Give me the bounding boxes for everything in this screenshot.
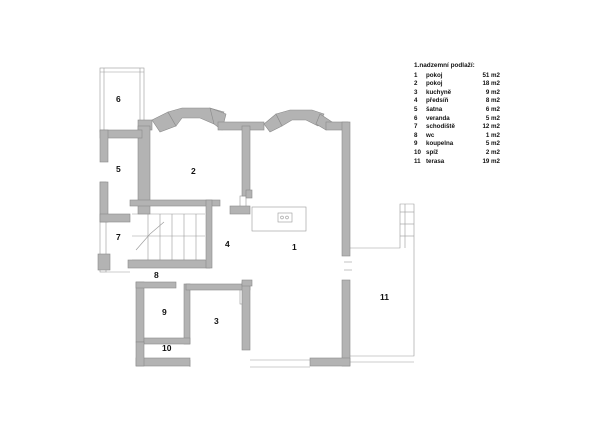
- legend-num: 8: [414, 131, 418, 139]
- legend-num: 5: [414, 105, 418, 113]
- walls: [97, 107, 351, 367]
- legend-name: veranda: [426, 114, 450, 122]
- legend-row: 6 veranda 5 m2: [414, 115, 500, 124]
- room-label-2: 2: [191, 166, 196, 176]
- legend-num: 11: [414, 157, 421, 165]
- legend-row: 11 terasa 19 m2: [414, 158, 500, 167]
- legend-num: 3: [414, 88, 418, 96]
- legend-name: předsíň: [426, 97, 449, 105]
- legend-row: 2 pokoj 18 m2: [414, 80, 500, 89]
- legend-area: 5 m2: [485, 140, 500, 148]
- legend-area: 19 m2: [482, 157, 500, 165]
- legend-row: 7 schodiště 12 m2: [414, 123, 500, 132]
- legend-num: 4: [414, 97, 418, 105]
- room-label-1: 1: [292, 242, 297, 252]
- legend-name: koupelna: [426, 140, 454, 148]
- legend-area: 9 m2: [485, 88, 500, 96]
- legend-num: 1: [414, 71, 418, 79]
- legend-num: 2: [414, 80, 418, 88]
- room-label-4: 4: [225, 239, 230, 249]
- legend-area: 12 m2: [482, 123, 500, 131]
- legend-area: 18 m2: [482, 80, 500, 88]
- legend-row: 5 šatna 6 m2: [414, 106, 500, 115]
- thin-lines: [99, 67, 415, 368]
- legend-name: pokoj: [426, 80, 443, 88]
- legend-name: kuchyně: [426, 88, 452, 96]
- legend-name: wc: [426, 131, 435, 139]
- legend-row: 4 předsíň 8 m2: [414, 97, 500, 106]
- legend-row: 10 spíž 2 m2: [414, 149, 500, 158]
- room-label-3: 3: [214, 316, 219, 326]
- legend-name: schodiště: [426, 123, 455, 131]
- room-label-9: 9: [162, 307, 167, 317]
- legend-row: 3 kuchyně 9 m2: [414, 89, 500, 98]
- legend-row: 9 koupelna 5 m2: [414, 140, 500, 149]
- legend-num: 10: [414, 148, 421, 156]
- legend-name: spíž: [426, 148, 439, 156]
- legend-name: terasa: [426, 157, 445, 165]
- room-label-7: 7: [116, 232, 121, 242]
- legend-num: 9: [414, 140, 418, 148]
- room-label-10: 10: [162, 343, 172, 353]
- legend-area: 6 m2: [485, 105, 500, 113]
- room-labels: 1 2 3 4 5 6 7 8 9 10 11: [116, 94, 389, 353]
- room-label-6: 6: [116, 94, 121, 104]
- legend-name: pokoj: [426, 71, 443, 79]
- legend-row: 1 pokoj 51 m2: [414, 72, 500, 81]
- legend-num: 6: [414, 114, 418, 122]
- legend-area: 2 m2: [485, 148, 500, 156]
- room-label-5: 5: [116, 164, 121, 174]
- legend-name: šatna: [426, 105, 443, 113]
- legend-area: 5 m2: [485, 114, 500, 122]
- room-label-8: 8: [154, 270, 159, 280]
- legend-num: 7: [414, 123, 418, 131]
- legend-area: 51 m2: [482, 71, 500, 79]
- legend-row: 8 wc 1 m2: [414, 132, 500, 141]
- legend-title: 1.nadzemní podlaží:: [414, 62, 475, 69]
- room-label-11: 11: [380, 292, 389, 302]
- legend-area: 8 m2: [485, 97, 500, 105]
- legend-area: 1 m2: [485, 131, 500, 139]
